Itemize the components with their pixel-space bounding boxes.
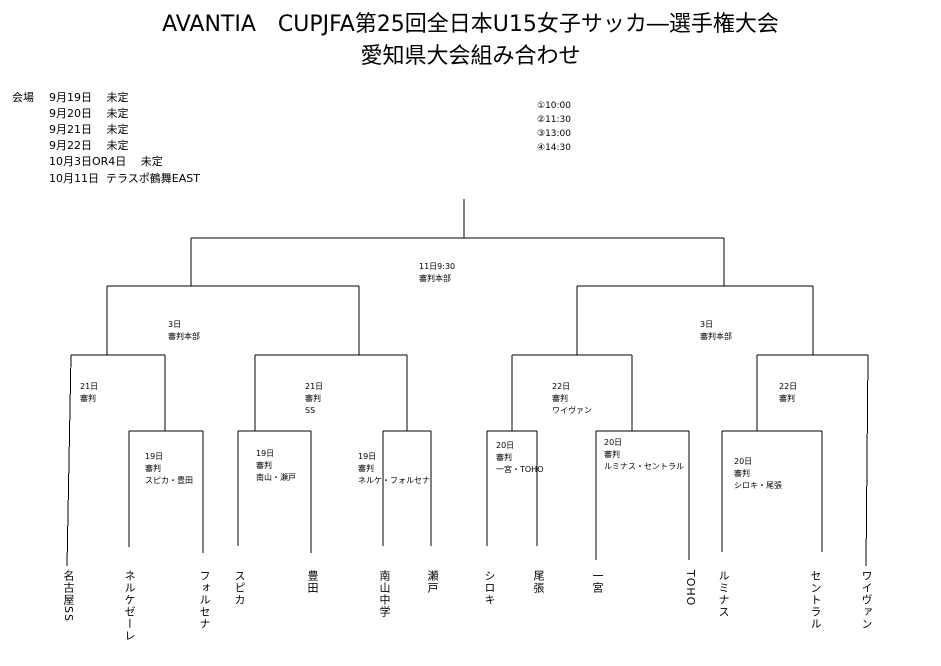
match-r1-1-day: 19日 [145,452,164,461]
match-r1-4: 20日 審判 一宮・TOHO [496,440,544,476]
match-r1-3-day: 19日 [358,452,377,461]
page-subtitle: 愛知県大会組み合わせ [360,44,581,69]
kickoff-time-2: ②11:30 [537,115,572,125]
match-r1-1-ref: 審判 [145,464,161,473]
team-nerke-seele: ネルケゼーレ [123,570,136,642]
team-ichinomiya: 一宮 [591,570,604,594]
team-wyvern: ワイヴァン [860,570,873,630]
match-final: 11日9:30 審判本部 [419,261,455,285]
match-r1-5-team: ルミナス・セントラル [604,462,684,471]
match-r1-3: 19日 審判 ネルケ・フォルセナ [358,451,430,487]
match-r1-5-day: 20日 [604,438,623,447]
match-r1-4-ref: 審判 [496,453,512,462]
venue-row-4: 9月22日 未定 [49,139,129,152]
match-semi-left: 3日 審判本部 [168,319,200,343]
match-qf1-day: 21日 [80,382,99,391]
venue-row-3: 9月21日 未定 [49,123,129,136]
kickoff-times: ①10:00 ②11:30 ③13:00 ④14:30 [537,99,571,155]
match-semi-left-day: 3日 [168,320,182,329]
match-qf3-ref: 審判 [552,394,568,403]
team-owari: 尾張 [532,570,545,594]
team-nanzan: 南山中学 [378,570,391,618]
match-qf3-team: ワイヴァン [552,406,592,415]
match-semi-right: 3日 審判本部 [700,319,732,343]
match-qf1: 21日 審判 [80,381,98,405]
match-r1-6-ref: 審判 [734,469,750,478]
match-qf3: 22日 審判 ワイヴァン [552,381,592,417]
match-semi-right-ref: 審判本部 [700,332,732,341]
kickoff-time-3: ③13:00 [537,129,572,139]
team-toyota: 豊田 [306,570,319,594]
team-forsena: フォルセナ [198,570,211,630]
match-r1-6-team: シロキ・尾張 [734,481,782,490]
bracket-qf1-left [66,354,72,567]
match-qf2-team: SS [305,406,316,415]
bracket-qf4-right [865,354,869,567]
match-r1-2-ref: 審判 [256,461,272,470]
team-central: セントラル [809,570,822,630]
match-semi-right-day: 3日 [700,320,714,329]
match-r1-6: 20日 審判 シロキ・尾張 [734,456,782,492]
match-qf4-ref: 審判 [779,394,795,403]
team-nagoya-ss: 名古屋SS [62,570,75,622]
kickoff-time-4: ④14:30 [537,143,572,153]
team-shiroki: シロキ [483,570,496,606]
match-qf4: 22日 審判 [779,381,797,405]
match-r1-2-day: 19日 [256,449,275,458]
team-luminous: ルミナス [717,570,730,618]
match-qf2-day: 21日 [305,382,324,391]
venue-row-6: 10月11日 テラスポ鶴舞EAST [49,172,200,185]
page-title: AVANTIA CUPJFA第25回全日本U15女子サッカ―選手権大会 [162,12,779,37]
match-r1-3-ref: 審判 [358,464,374,473]
team-seto: 瀬戸 [426,570,439,594]
match-r1-5: 20日 審判 ルミナス・セントラル [604,437,684,473]
match-qf2-ref: 審判 [305,394,321,403]
match-r1-1: 19日 審判 スピカ・豊田 [145,451,193,487]
venue-row-1: 9月19日 未定 [49,91,129,104]
match-qf3-day: 22日 [552,382,571,391]
venue-row-2: 9月20日 未定 [49,107,129,120]
venue-row-5: 10月3日OR4日 未定 [49,155,163,168]
match-r1-2-team: 南山・瀬戸 [256,473,296,482]
match-final-ref: 審判本部 [419,274,451,283]
kickoff-time-1: ①10:00 [537,101,572,111]
match-r1-3-team: ネルケ・フォルセナ [358,476,430,485]
match-r1-6-day: 20日 [734,457,753,466]
match-r1-4-day: 20日 [496,441,515,450]
venue-label: 会場 [12,91,34,104]
match-r1-2: 19日 審判 南山・瀬戸 [256,448,296,484]
team-toho: TOHO [684,570,697,607]
match-semi-left-ref: 審判本部 [168,332,200,341]
match-final-day: 11日9:30 [419,262,456,271]
match-r1-1-team: スピカ・豊田 [145,476,193,485]
match-qf1-ref: 審判 [80,394,96,403]
team-spica: スピカ [233,570,246,606]
match-r1-4-team: 一宮・TOHO [496,465,544,474]
match-r1-5-ref: 審判 [604,450,620,459]
match-qf4-day: 22日 [779,382,798,391]
match-qf2: 21日 審判 SS [305,381,323,417]
